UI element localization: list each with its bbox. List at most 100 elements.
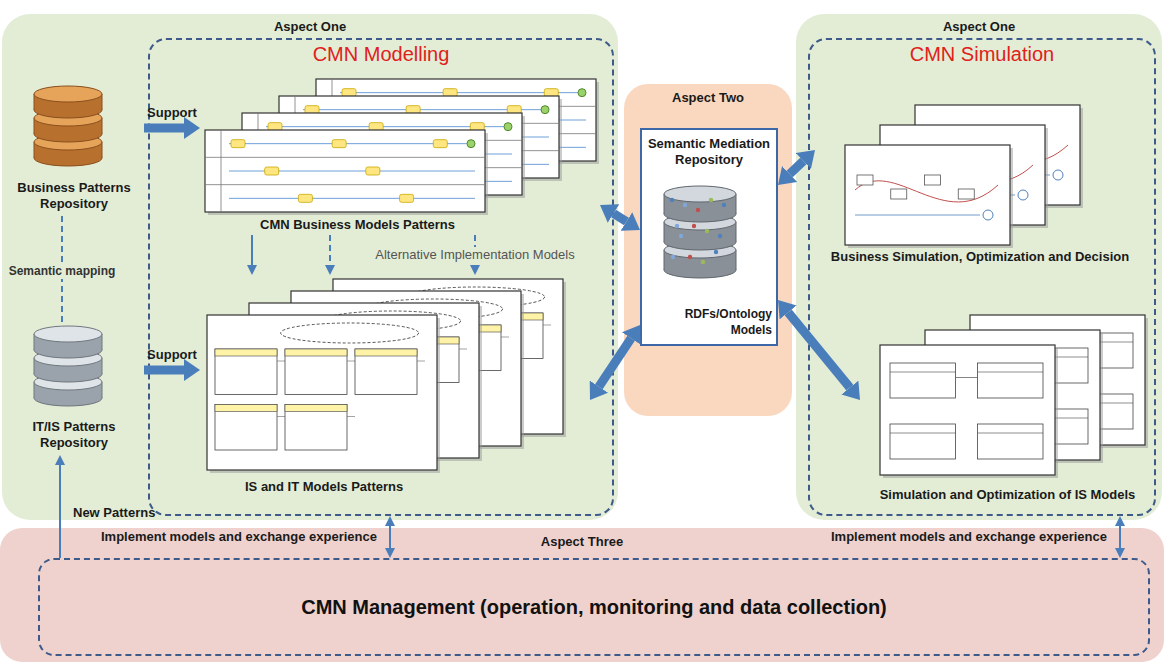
node-label: CMN Business Models Patterns [260,217,600,233]
class-box [978,363,1044,398]
disc-top [34,86,102,102]
task-box [433,140,447,148]
edge-label: Alternative Implementation Models [372,247,577,263]
ontology-dot [671,255,675,259]
disc-top [34,326,102,342]
exchange-arrow [614,213,627,221]
task-box [231,140,245,148]
node-label: Semantic Mediation Repository [646,136,772,168]
disc-side [736,194,737,214]
model-page [205,130,488,215]
assoc-line [501,337,509,338]
disc-side [34,382,35,398]
disc-side [34,94,35,110]
class-divider [978,433,1044,434]
page-sheet [845,145,1010,245]
task-box [400,194,414,202]
disc-side [34,142,35,158]
edge-label: Semantic mapping [6,263,119,279]
assoc-line [543,325,551,326]
disc-top [664,186,736,202]
class-head [215,349,277,356]
page-sheet [205,130,485,212]
ontology-dot [696,208,700,212]
disc-side [102,382,103,398]
disc-side [102,334,103,350]
assoc-line [347,416,355,417]
node-label: Aspect One [2,19,618,35]
event-dot [578,89,586,97]
ontology-dot [679,234,683,238]
flow-line [229,198,475,199]
node-label: Aspect Two [624,90,792,106]
node-label: CMN Modelling [150,42,612,66]
class-box [215,349,277,395]
ontology-dot [701,260,705,264]
connector-arrow [389,526,391,548]
lane-line [221,130,222,212]
task-box [332,140,346,148]
class-box [978,424,1044,459]
node-label: CMN Management (operation, monitoring an… [48,595,1140,619]
class-divider [890,372,956,373]
valve-dot [983,210,993,220]
edge-label: New Patterns [70,505,158,521]
assoc-line [417,361,425,362]
dashed-connector [61,216,63,325]
ontology-dot [688,255,692,259]
class-head [355,349,417,356]
class-divider [978,372,1044,373]
class-divider [890,433,956,434]
node-label: Business Patterns Repository [6,180,142,212]
class-box [215,405,277,451]
disc-side [34,334,35,350]
stock-box [958,189,974,199]
disc-side [736,250,737,270]
ontology-dot [705,229,709,233]
database-icon [34,86,102,166]
disc-side [34,358,35,374]
task-box [366,167,380,175]
node-label: Simulation and Optimization of IS Models [862,487,1153,503]
class-box [890,424,956,459]
stock-box [925,175,941,185]
disc-side [34,118,35,134]
connector-arrow [59,465,61,558]
stock-box [857,175,873,185]
node-label: Aspect Three [0,534,1164,550]
event-dot [504,123,512,131]
task-box [298,194,312,202]
event-dot [467,140,475,148]
exchange-arrow [144,366,184,375]
flow-line [855,215,980,216]
node-label: Aspect One [796,19,1162,35]
ontology-dot [709,198,713,202]
model-page [880,345,1058,478]
management-region: CMN Management (operation, monitoring an… [38,558,1150,656]
connector-arrow [1119,526,1121,548]
lane-line [205,157,485,158]
ontology-dot [718,234,722,238]
task-box [265,167,279,175]
ontology-dot [722,203,726,207]
edge-label: Support [144,347,200,363]
disc-side [102,142,103,158]
assoc-line [277,416,285,417]
page-sheet [207,315,437,470]
exchange-arrow [788,312,850,387]
disc-side [102,118,103,134]
assoc-line [347,361,355,362]
assoc-line [277,361,285,362]
node-label: IT/IS Patterns Repository [6,419,142,451]
ontology-dot [692,224,696,228]
stock-box [891,189,907,199]
assoc-line [956,377,978,378]
disc-side [736,222,737,242]
exchange-arrow [144,124,184,133]
node-label: Business Simulation, Optimization and De… [817,249,1143,265]
class-head [285,349,347,356]
use-case [281,323,419,343]
disc-side [664,250,665,270]
class-head [285,405,347,412]
